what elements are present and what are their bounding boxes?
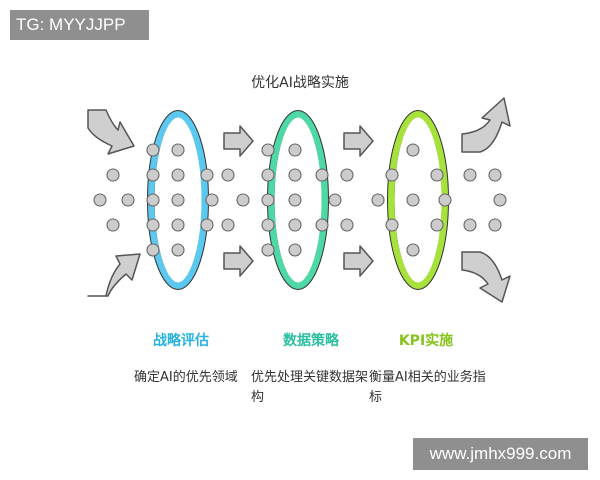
curved-arrow-icon: [461, 97, 511, 153]
particle-dot: [488, 168, 502, 182]
particle-dot: [106, 218, 120, 232]
particle-dot: [171, 243, 185, 257]
particle-dot: [430, 218, 444, 232]
particle-dot: [171, 143, 185, 157]
particle-dot: [288, 218, 302, 232]
watermark-bottom: www.jmhx999.com: [413, 438, 588, 470]
stage-title-strategy-assessment: 战略评估: [153, 333, 209, 349]
particle-dot: [430, 168, 444, 182]
particle-dot: [261, 218, 275, 232]
particle-dot: [340, 168, 354, 182]
particle-dot: [221, 218, 235, 232]
particle-dot: [261, 193, 275, 207]
particle-dot: [200, 218, 214, 232]
particle-dot: [488, 218, 502, 232]
curved-arrow-icon: [461, 251, 511, 303]
particle-dot: [171, 168, 185, 182]
particle-dot: [288, 168, 302, 182]
right-arrow-icon: [343, 125, 374, 157]
particle-dot: [288, 193, 302, 207]
stage-desc-kpi-implementation: 衡量AI相关的业务指标: [369, 370, 486, 405]
curved-arrow-icon: [87, 253, 141, 297]
particle-dot: [205, 193, 219, 207]
particle-dot: [146, 193, 160, 207]
particle-dot: [463, 218, 477, 232]
particle-dot: [315, 218, 329, 232]
particle-dot: [385, 218, 399, 232]
particle-dot: [171, 218, 185, 232]
particle-dot: [171, 193, 185, 207]
watermark-top: TG: MYYJJPP: [10, 10, 149, 40]
right-arrow-icon: [343, 245, 374, 277]
particle-dot: [146, 218, 160, 232]
right-arrow-icon: [223, 245, 254, 277]
particle-dot: [93, 193, 107, 207]
particle-dot: [288, 243, 302, 257]
particle-dot: [146, 143, 160, 157]
stage-desc-data-strategy: 优先处理关键数据架构: [251, 370, 369, 405]
particle-dot: [146, 243, 160, 257]
particle-dot: [315, 168, 329, 182]
particle-dot: [106, 168, 120, 182]
particle-dot: [261, 143, 275, 157]
stage-title-kpi-implementation: KPI实施: [398, 333, 454, 349]
curved-arrow-icon: [87, 109, 135, 155]
diagram-title: 优化AI战略实施: [251, 75, 349, 91]
particle-dot: [221, 168, 235, 182]
right-arrow-icon: [223, 125, 254, 157]
particle-dot: [340, 218, 354, 232]
particle-dot: [121, 193, 135, 207]
particle-dot: [493, 193, 507, 207]
particle-dot: [236, 193, 250, 207]
stage-desc-strategy-assessment: 确定AI的优先领域: [134, 370, 238, 385]
particle-dot: [146, 168, 160, 182]
stage-title-data-strategy: 数据策略: [283, 333, 339, 349]
particle-dot: [261, 168, 275, 182]
particle-dot: [406, 243, 420, 257]
particle-dot: [406, 193, 420, 207]
particle-dot: [438, 193, 452, 207]
particle-dot: [200, 168, 214, 182]
particle-dot: [371, 193, 385, 207]
particle-dot: [463, 168, 477, 182]
particle-dot: [385, 168, 399, 182]
particle-dot: [328, 193, 342, 207]
particle-dot: [406, 143, 420, 157]
particle-dot: [261, 243, 275, 257]
particle-dot: [288, 143, 302, 157]
